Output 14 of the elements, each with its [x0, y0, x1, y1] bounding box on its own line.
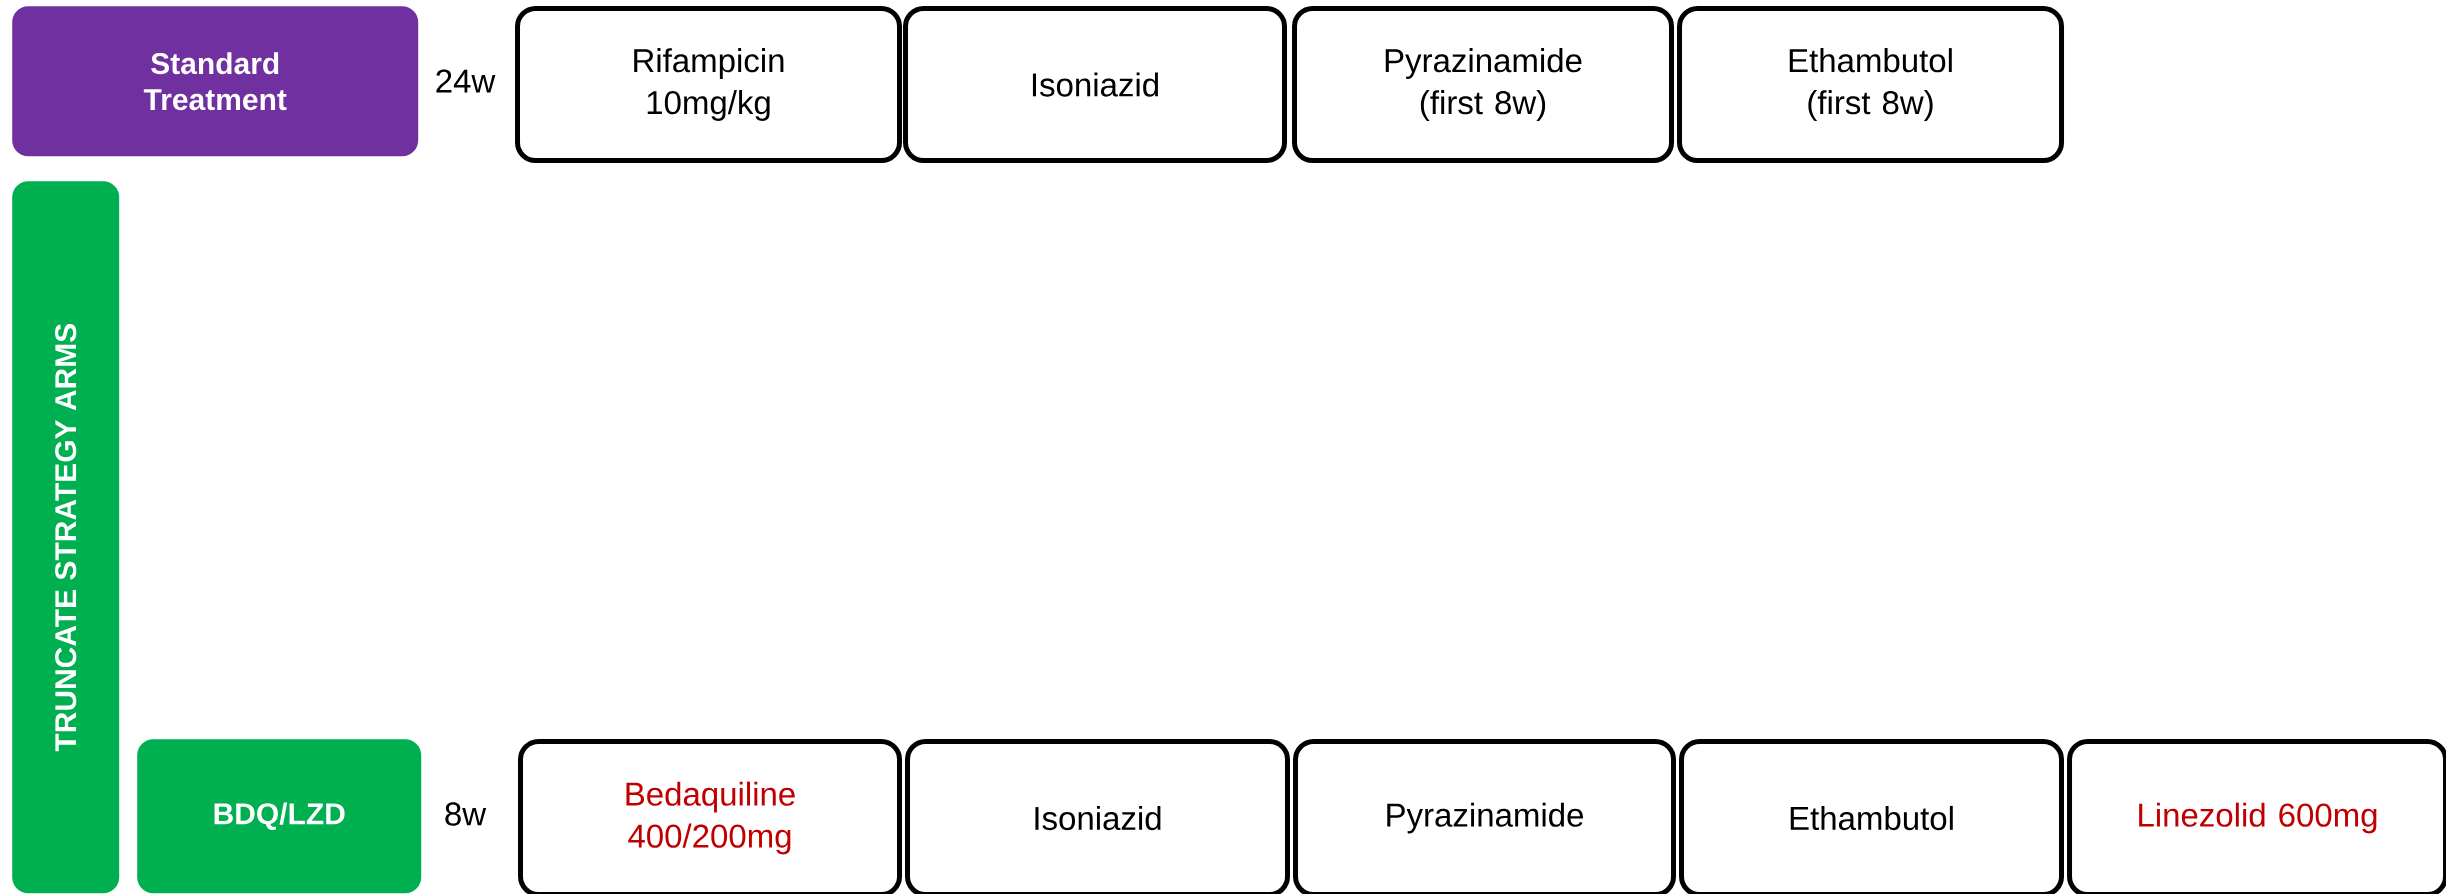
drug-box: Ethambutol (first 8w) [1677, 6, 2065, 163]
drug-box: Linezolid 600mg [2067, 739, 2446, 894]
arm-group-bar: TRUNCATE STRATEGY ARMS [12, 181, 120, 894]
drug-box: Isoniazid [903, 6, 1287, 163]
drug-box: Pyrazinamide [1293, 739, 1676, 894]
duration-label: 8w [445, 802, 487, 826]
drug-box: Isoniazid [905, 739, 1290, 894]
drug-box: Bedaquiline 400/200mg [518, 739, 902, 894]
drug-box: Rifampicin 10mg/kg [515, 6, 902, 163]
arm-label-box: Standard Treatment [12, 6, 419, 157]
drug-box: Ethambutol [1679, 739, 2065, 894]
arm-label-box: BDQ/LZD [137, 739, 422, 894]
drug-box: Pyrazinamide (first 8w) [1292, 6, 1674, 163]
duration-label: 24w [436, 69, 496, 93]
